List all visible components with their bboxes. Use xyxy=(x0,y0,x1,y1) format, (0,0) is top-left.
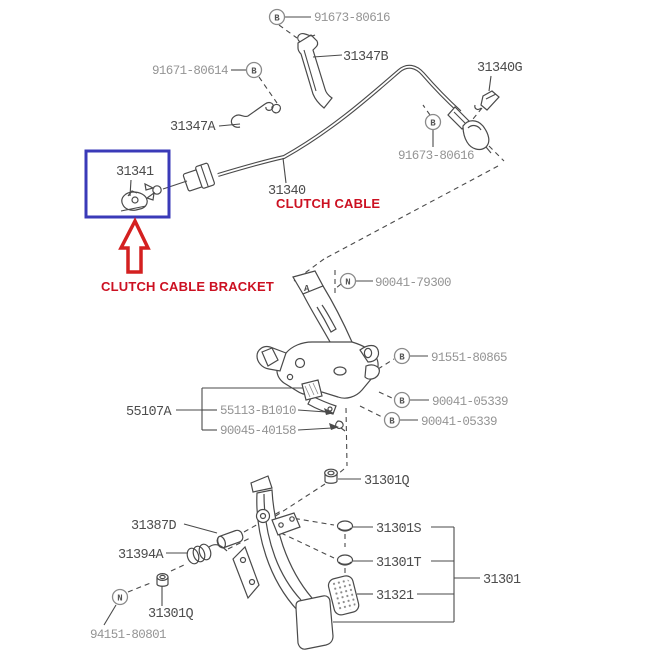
marker-b3-letter: B xyxy=(430,119,436,129)
part-number-31301Q-lower: 31301Q xyxy=(148,607,194,622)
part-number-labels: 91673-80616 31347B 91671-80614 31347A 31… xyxy=(90,11,523,642)
marker-b6-letter: B xyxy=(389,417,395,427)
marker-n1: N xyxy=(339,272,357,290)
part-number-31301S: 31301S xyxy=(376,522,422,537)
part-number-55107A: 55107A xyxy=(126,405,173,420)
part-number-94151-80801: 94151-80801 xyxy=(90,628,166,642)
part-number-31347B: 31347B xyxy=(343,50,389,65)
part-number-31347A: 31347A xyxy=(170,120,217,135)
marker-b1-letter: B xyxy=(274,14,280,24)
part-number-91673-80616-right: 91673-80616 xyxy=(398,149,474,163)
part-number-91671-80614: 91671-80614 xyxy=(152,64,228,78)
marker-b2-letter: B xyxy=(251,67,257,77)
cotter-pin-drawing xyxy=(335,420,346,432)
part-number-90041-79300: 90041-79300 xyxy=(375,276,451,290)
stopper-pad-drawing xyxy=(301,379,323,401)
leader-lines xyxy=(103,16,492,626)
cable-ferrule xyxy=(447,106,470,130)
bushing-31387D-drawing xyxy=(216,529,244,549)
marker-b4: B xyxy=(393,347,411,365)
part-number-31341: 31341 xyxy=(116,165,154,180)
bracket-ref-letter-a: A xyxy=(304,284,310,294)
clamp-31347B-drawing xyxy=(297,33,333,109)
part-number-90041-05339-upper: 90041-05339 xyxy=(432,395,508,409)
small-parts-top xyxy=(120,33,500,212)
pedal-support-bracket-drawing xyxy=(256,270,380,432)
part-number-31301Q-upper: 31301Q xyxy=(364,474,410,489)
callout-annotations: CLUTCH CABLE CLUTCH CABLE BRACKET xyxy=(84,149,380,294)
marker-b1: B xyxy=(268,8,286,26)
marker-n2: N xyxy=(111,588,129,606)
part-number-55113-B1010: 55113-B1010 xyxy=(220,404,296,418)
clutch-cable-drawing xyxy=(144,64,492,201)
part-number-31340G: 31340G xyxy=(477,61,523,76)
bushing-31301Q-lower-drawing xyxy=(156,572,169,587)
bushing-31301Q-upper-drawing xyxy=(324,468,338,484)
cable-adjuster xyxy=(182,162,215,192)
marker-b3: B xyxy=(424,113,442,131)
clutch-pedal-drawing xyxy=(156,468,360,650)
bracket-31341-drawing xyxy=(120,190,148,212)
marker-n1-letter: N xyxy=(345,278,350,288)
part-number-90045-40158: 90045-40158 xyxy=(220,424,296,438)
wing-bolt xyxy=(152,185,162,195)
marker-b5: B xyxy=(393,391,411,409)
clutch-cable-annotation: CLUTCH CABLE xyxy=(276,196,380,211)
part-number-31394A: 31394A xyxy=(118,548,165,563)
marker-b4-letter: B xyxy=(399,353,405,363)
marker-b2: B xyxy=(245,61,263,79)
part-number-90041-05339-lower: 90041-05339 xyxy=(421,415,497,429)
clutch-cable-bracket-annotation: CLUTCH CABLE BRACKET xyxy=(101,279,274,294)
fastener-markers: B B B N B B B N xyxy=(111,8,442,606)
pedal-pad-31321-drawing xyxy=(327,575,360,616)
part-number-31301T: 31301T xyxy=(376,556,422,571)
part-number-31321: 31321 xyxy=(376,589,414,604)
part-number-91551-80865: 91551-80865 xyxy=(431,351,507,365)
marker-b5-letter: B xyxy=(399,397,405,407)
red-up-arrow xyxy=(118,217,151,274)
marker-n2-letter: N xyxy=(117,594,122,604)
marker-b6: B xyxy=(383,411,401,429)
cable-end-fitting xyxy=(462,120,490,151)
clip-31347A-drawing xyxy=(230,101,281,128)
spring-31394A-drawing xyxy=(186,543,228,565)
cap-31301T-drawing xyxy=(336,554,354,566)
cap-31301S-drawing xyxy=(336,520,354,532)
lever-31340G-drawing xyxy=(474,90,500,111)
highlight-box-31341 xyxy=(84,149,171,219)
part-number-31387D: 31387D xyxy=(131,519,177,534)
part-number-91673-80616-top: 91673-80616 xyxy=(314,11,390,25)
part-number-31301: 31301 xyxy=(483,573,521,588)
part-number-31340: 31340 xyxy=(268,184,306,199)
